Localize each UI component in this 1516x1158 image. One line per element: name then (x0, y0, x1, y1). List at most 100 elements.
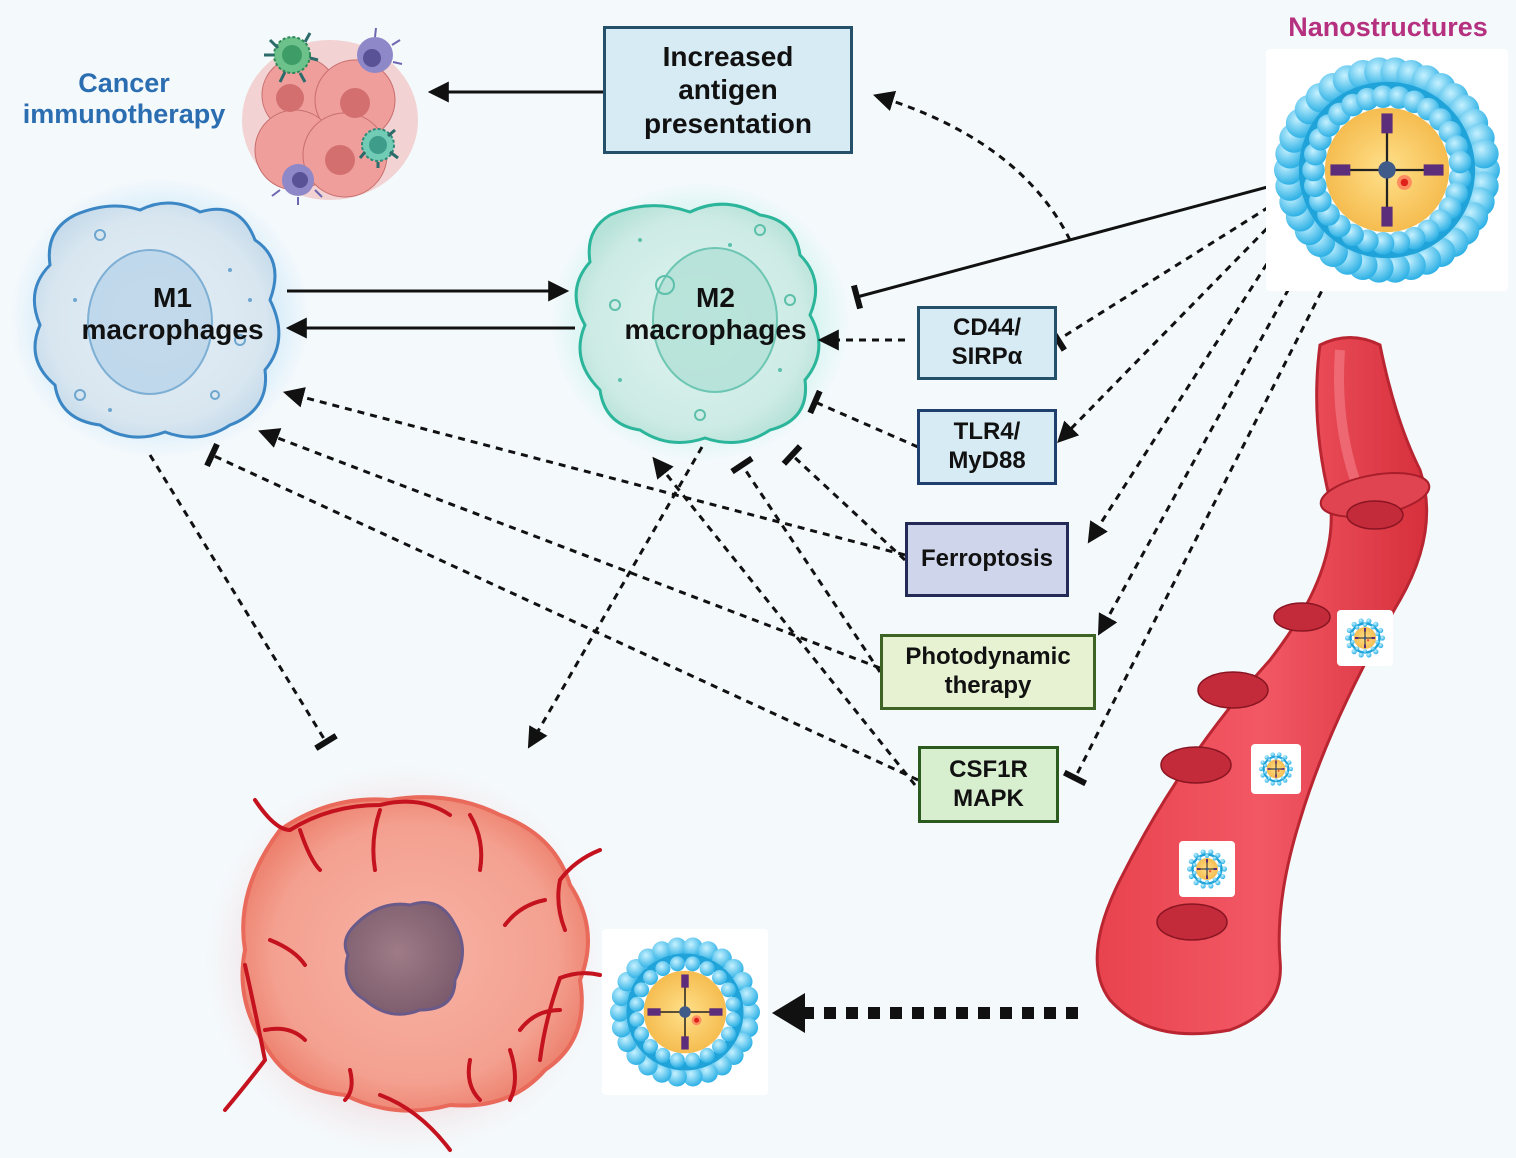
cancer-cell-cluster-illustration (242, 27, 418, 205)
lipid-head (1355, 646, 1360, 651)
nanoparticle-center (679, 1006, 691, 1018)
nanostructure-main-icon (1266, 49, 1508, 291)
ligand (1364, 627, 1366, 632)
m2-macrophages-label: M2 macrophages (603, 282, 828, 346)
lipid-head (1205, 854, 1209, 858)
lipid-head (1345, 635, 1351, 641)
lipid-head (1205, 880, 1209, 884)
lipid-head (699, 961, 715, 977)
m2-label-line1: M2 (696, 282, 735, 313)
antigen-box-line1: Increased (662, 40, 794, 72)
lipid-head (1217, 862, 1222, 867)
lipid-head (1220, 858, 1226, 865)
lipid-head (652, 941, 672, 961)
box-photodynamic-therapy: Photodynamic therapy (880, 634, 1096, 710)
lipid-head (1288, 766, 1294, 772)
cd44-box-line1: CD44/ (952, 314, 1022, 342)
ferroptosis-box-line1: Ferroptosis (920, 545, 1054, 573)
lipid-head (720, 1026, 736, 1042)
lipid-head (1188, 873, 1194, 880)
lipid-head (1270, 752, 1275, 757)
arrow-nano-to-ferroptosis (1087, 219, 1297, 544)
vessel-nanoparticle-3 (1179, 841, 1235, 897)
arrow-ferroptosis-to-m1 (282, 387, 906, 557)
lipid-head (1212, 856, 1217, 861)
lipid-head (1274, 756, 1278, 760)
lipid-head (667, 937, 687, 957)
arrow-nano-to-tlr4 (1057, 208, 1287, 444)
lipid-head (1259, 766, 1264, 772)
antigen-box-line2: antigen (678, 74, 778, 106)
ligand (1206, 858, 1208, 863)
lipid-head (1260, 760, 1265, 765)
lipid-head (1280, 776, 1285, 780)
lipid-head (1192, 862, 1197, 867)
lipid-head (740, 1002, 760, 1022)
arrow-nano-to-pdt (1097, 231, 1322, 636)
ligand (647, 1008, 661, 1016)
inhibit-nano-to-m2 (850, 183, 1276, 310)
cancer-immunotherapy-label-line2: immunotherapy (22, 99, 226, 130)
lipid-head (1350, 640, 1355, 645)
vessel-nanoparticle-1 (1337, 610, 1393, 666)
lipid-head (643, 970, 659, 986)
lipid-head (738, 986, 759, 1007)
ligand (1330, 164, 1351, 176)
pdt-box-line1: Photodynamic (905, 643, 1071, 671)
lipid-head (1200, 883, 1206, 889)
cancer-immunotherapy-label: Cancer immunotherapy (8, 68, 240, 130)
m1-macrophage-illustration (10, 178, 310, 458)
lipid-head (611, 1017, 632, 1038)
box-tlr4-myd88: TLR4/ MyD88 (917, 409, 1057, 485)
m1-macrophages-label: M1 macrophages (60, 282, 285, 346)
csf1r-box-line1: CSF1R (949, 755, 1028, 783)
ligand (1381, 206, 1393, 227)
lipid-head (1378, 627, 1384, 634)
lipid-head (1287, 773, 1292, 778)
lipid-head (610, 1002, 630, 1022)
lipid-head (685, 1052, 701, 1068)
vessel-nanoparticle-2 (1251, 744, 1301, 794)
lipid-head (711, 1038, 727, 1054)
lipid-head (1197, 856, 1202, 861)
inhibit-nano-to-csf1r (1062, 244, 1347, 787)
lipid-head (1200, 849, 1206, 855)
antigen-box-line3: presentation (643, 107, 813, 139)
lipid-head (1260, 773, 1265, 778)
lipid-head (1284, 763, 1289, 768)
box-cd44-sirpa: CD44/ SIRPα (917, 306, 1057, 380)
tlr4-box-line1: TLR4/ (953, 418, 1021, 446)
nanoparticle-center (1378, 161, 1396, 179)
nanostructures-label: Nanostructures (1288, 12, 1488, 42)
lipid-head (698, 1063, 718, 1083)
lipid-head (634, 982, 650, 998)
ligand (681, 1036, 689, 1050)
lipid-head (1448, 150, 1472, 174)
lipid-head (699, 1047, 715, 1063)
lipid-head (1370, 646, 1375, 651)
lipid-head (1277, 781, 1282, 786)
ligand (1381, 113, 1393, 134)
m2-macrophage-illustration (550, 182, 850, 462)
ligand (1423, 164, 1444, 176)
ligand (681, 974, 689, 988)
ligand (1354, 637, 1359, 639)
lipid-head (1370, 625, 1375, 630)
lipid-head (1188, 858, 1194, 865)
lipid-head (1221, 866, 1227, 872)
inhibit-m1-to-tumor (148, 454, 338, 751)
tlr4-box-line2: MyD88 (948, 447, 1026, 474)
lipid-head (725, 996, 741, 1012)
lipid-head (1217, 871, 1222, 876)
lipid-head (1277, 752, 1282, 757)
inhibit-pdt-to-m2 (730, 455, 882, 673)
m1-label-line1: M1 (153, 282, 192, 313)
lipid-head (655, 961, 671, 977)
ligand (1206, 875, 1208, 880)
lipid-head (1212, 877, 1217, 882)
lipid-head (1263, 770, 1268, 775)
lipid-head (634, 1026, 650, 1042)
lipid-head (738, 1017, 759, 1038)
